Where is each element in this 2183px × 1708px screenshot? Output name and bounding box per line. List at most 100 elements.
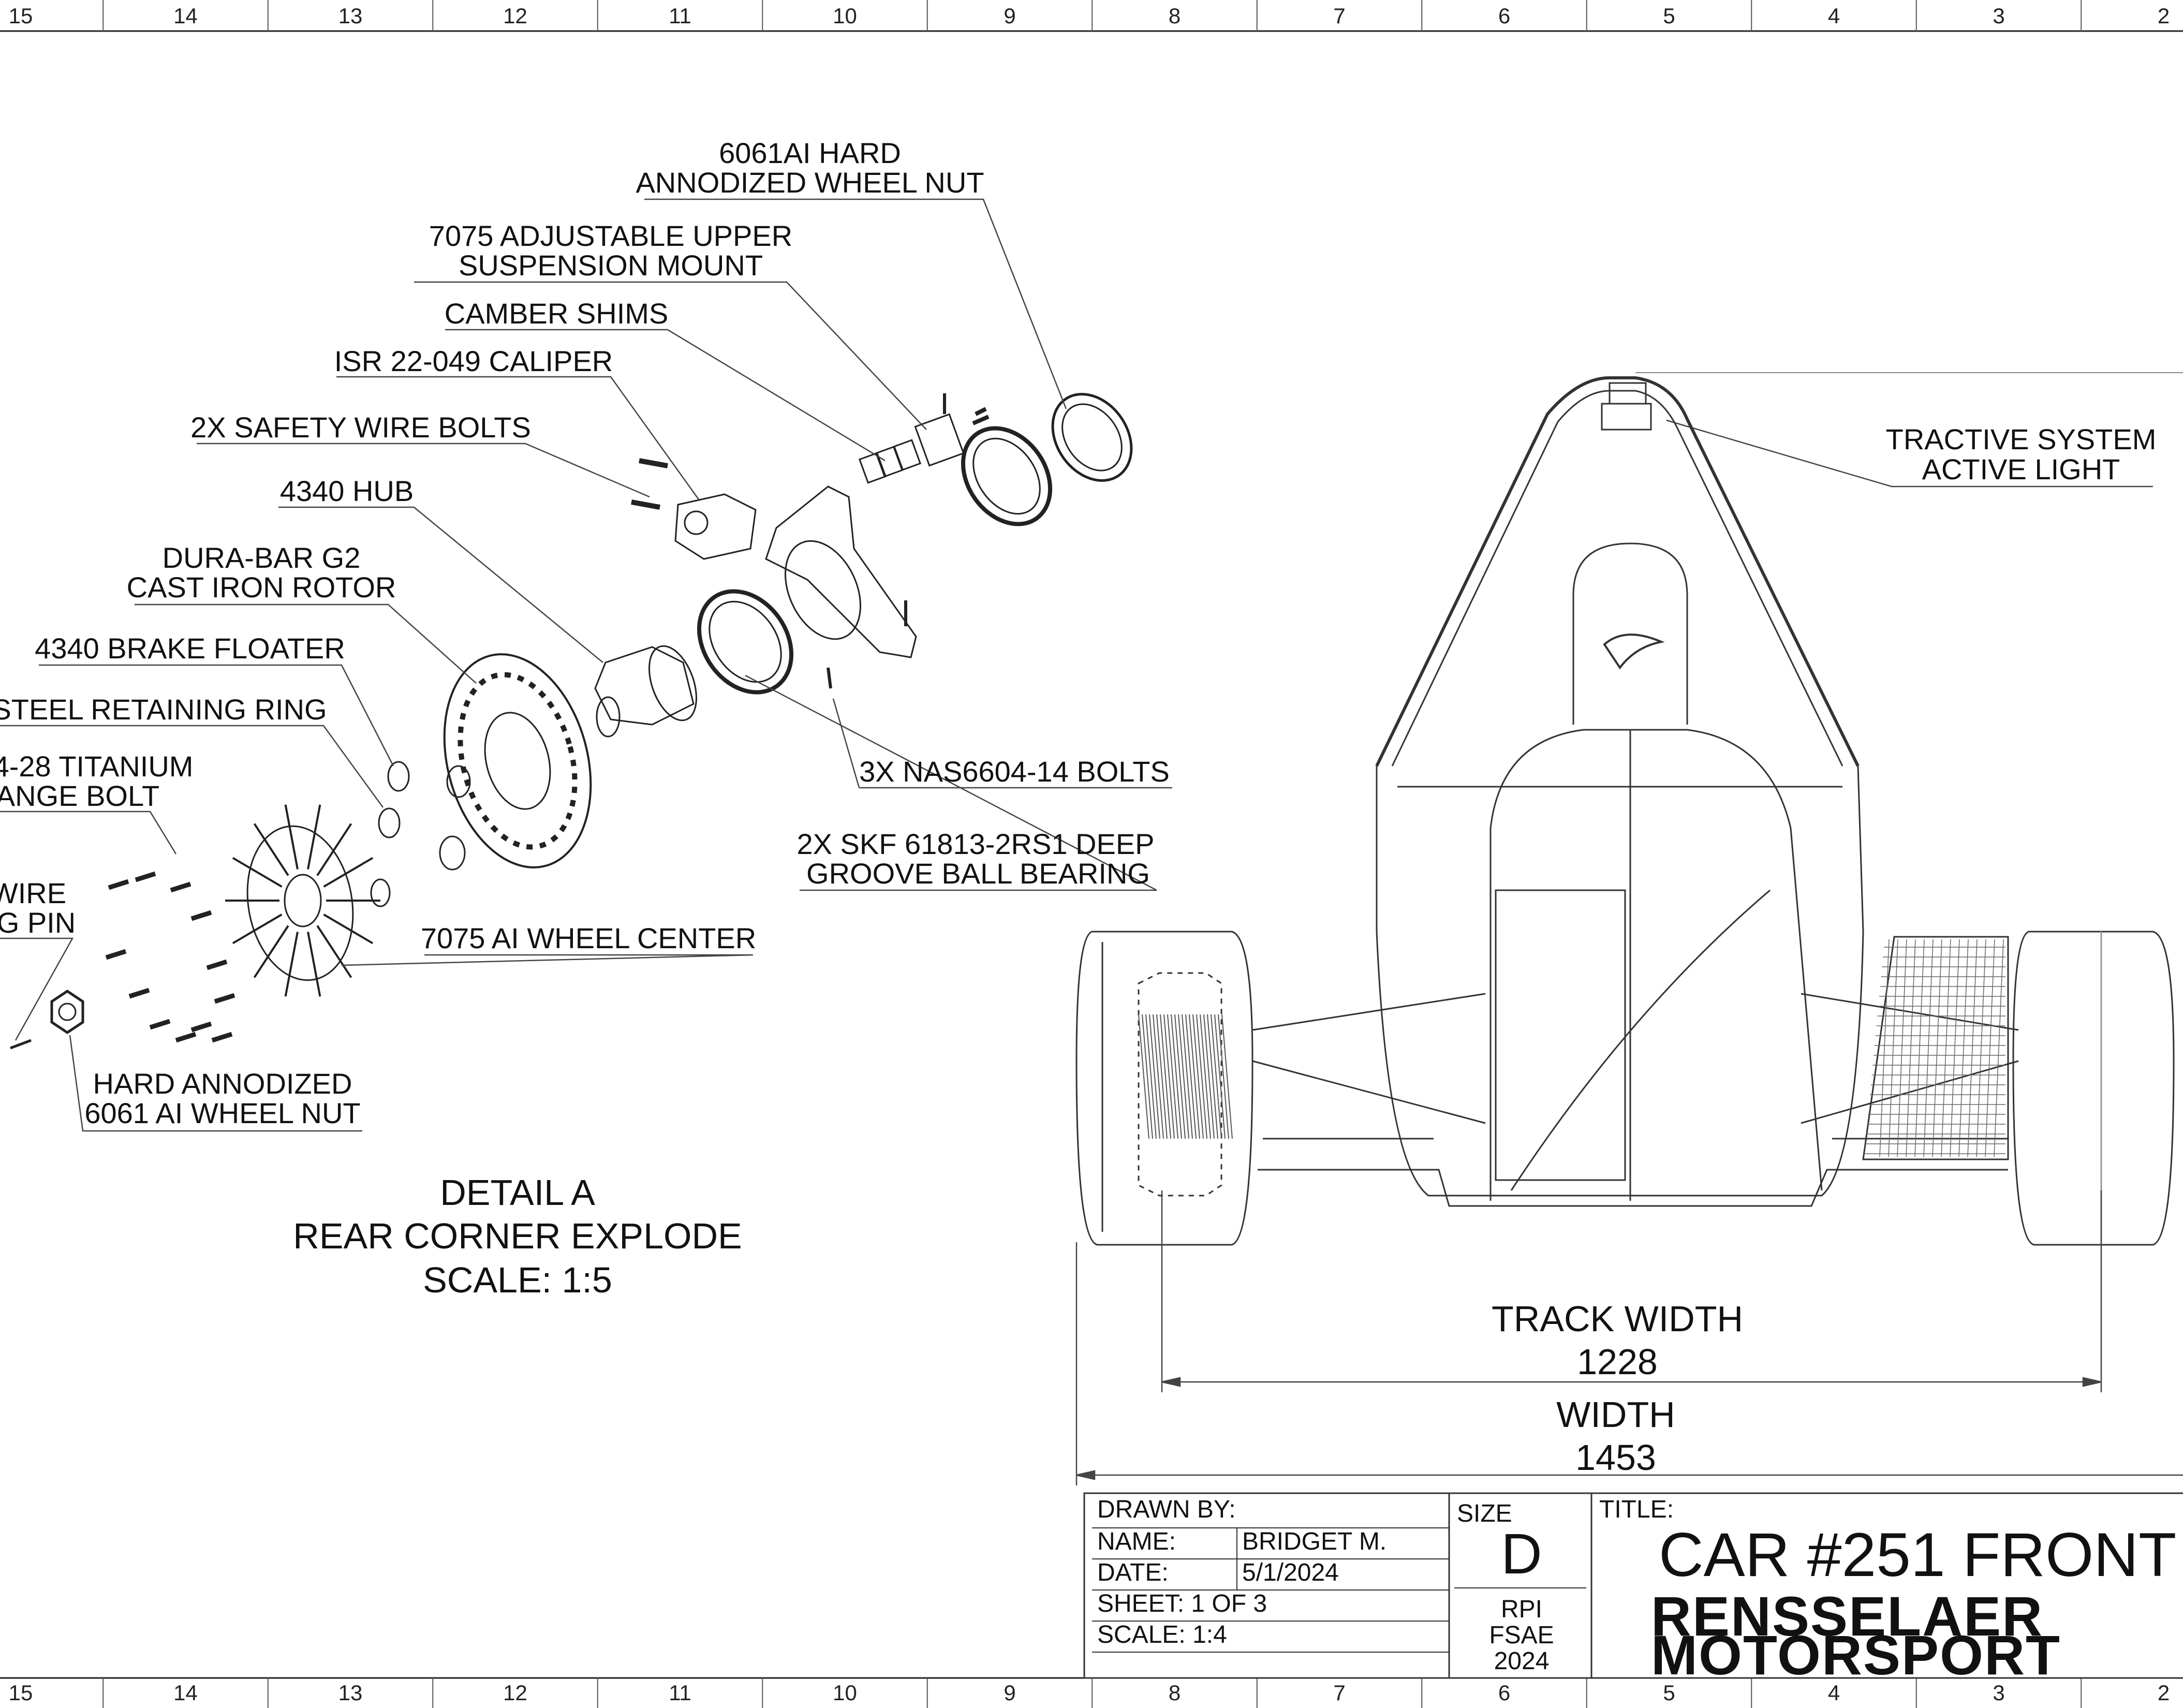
zone-marker-bottom-5: 10 [833, 1681, 857, 1705]
drawing-scale: SCALE: 1:4 [1097, 1621, 1227, 1648]
zone-marker-bottom-1: 14 [173, 1681, 198, 1705]
exploded-rear-corner-view [10, 393, 1133, 1050]
right-wheel [2012, 931, 2175, 1246]
callout-hub: 4340 HUB [280, 475, 414, 507]
size-label: SIZE [1457, 1500, 1512, 1527]
upright-part [765, 485, 917, 689]
zone-marker-bottom-9: 6 [1498, 1681, 1510, 1705]
callout-floater: 4340 BRAKE FLOATER [35, 632, 345, 665]
zone-marker-bottom-10: 5 [1663, 1681, 1675, 1705]
zone-marker-bottom-2: 13 [338, 1681, 363, 1705]
title-label: TITLE: [1599, 1496, 1674, 1523]
detail-label: DETAIL A REAR CORNER EXPLODE SCALE: 1:5 [293, 1172, 742, 1300]
callout-safety-pin-line2: G PIN [0, 906, 76, 939]
zone-marker-top-8: 7 [1333, 4, 1345, 28]
zone-marker-top-10: 5 [1663, 4, 1675, 28]
callout-upper-mount-line1: 7075 ADJUSTABLE UPPER [429, 219, 792, 252]
zone-marker-top-3: 12 [503, 4, 527, 28]
drawing-title: CAR #251 FRONT V [1659, 1520, 2183, 1589]
org-line1: RPI [1501, 1596, 1542, 1623]
zone-marker-top-1: 14 [173, 4, 198, 28]
zone-marker-top-9: 6 [1498, 4, 1510, 28]
sheet-number: SHEET: 1 OF 3 [1097, 1590, 1267, 1617]
org-line3: 2024 [1494, 1647, 1550, 1675]
zone-marker-top-2: 13 [338, 4, 363, 28]
wheel-center-part [225, 804, 380, 997]
floater-parts [370, 761, 471, 907]
detail-scale: SCALE: 1:5 [423, 1260, 612, 1300]
callout-caliper: ISR 22-049 CALIPER [334, 345, 613, 377]
caliper-part [631, 458, 757, 560]
callout-camber-shims: CAMBER SHIMS [445, 297, 669, 330]
car-front-view [1075, 372, 2183, 1246]
titanium-bolts [105, 871, 235, 1043]
callout-wheel-nut-top-line2: ANNODIZED WHEEL NUT [636, 166, 984, 199]
wheel-nut-part [1051, 393, 1133, 482]
name-value: BRIDGET M. [1242, 1528, 1387, 1555]
callout-titanium-bolt-line2: ANGE BOLT [0, 779, 159, 812]
callout-bearing-line2: GROOVE BALL BEARING [806, 857, 1150, 890]
detail-title: DETAIL A [440, 1172, 595, 1213]
zone-marker-top-13: 2 [2158, 4, 2170, 28]
callout-tractive-light-line1: TRACTIVE SYSTEM [1886, 423, 2157, 455]
callout-upper-mount-line2: SUSPENSION MOUNT [459, 249, 763, 282]
callout-safety-bolts: 2X SAFETY WIRE BOLTS [190, 411, 531, 444]
tractive-light-housing [1601, 403, 1652, 431]
callout-tractive-light-line2: ACTIVE LIGHT [1922, 453, 2120, 485]
date-value: 5/1/2024 [1242, 1559, 1339, 1586]
title-block: DRAWN BY: NAME: BRIDGET M. DATE: 5/1/202… [1097, 1496, 2183, 1686]
callout-text-group: 6061AI HARD ANNODIZED WHEEL NUT 7075 ADJ… [0, 137, 2156, 1129]
callout-wheel-nut-bottom-line2: 6061 AI WHEEL NUT [84, 1097, 360, 1129]
callout-retaining-ring: STEEL RETAINING RING [0, 693, 327, 726]
team-logo-line1: RENSSELAER [1651, 1585, 2043, 1647]
drawn-by-label: DRAWN BY: [1097, 1496, 1236, 1523]
track-width-label: TRACK WIDTH [1492, 1299, 1743, 1339]
zone-marker-bottom-13: 2 [2158, 1681, 2170, 1705]
callout-bearing-line1: 2X SKF 61813-2RS1 DEEP [797, 828, 1154, 860]
zone-marker-top-11: 4 [1828, 4, 1840, 28]
callout-nas-bolts: 3X NAS6604-14 BOLTS [859, 755, 1170, 788]
callout-wheel-center: 7075 AI WHEEL CENTER [421, 922, 756, 954]
callout-safety-pin-line1: WIRE [0, 877, 66, 909]
zone-marker-top-5: 10 [833, 4, 857, 28]
callout-rotor-line1: DURA-BAR G2 [163, 541, 361, 574]
dimension-text: TRACK WIDTH 1228 WIDTH 1453 [1492, 1299, 1743, 1478]
hub-part [594, 645, 698, 738]
upper-mount-part [858, 393, 990, 484]
title-block-frame [1083, 1492, 2183, 1679]
name-label: NAME: [1097, 1528, 1176, 1555]
zone-marker-top-7: 8 [1169, 4, 1181, 28]
zone-marker-bottom-7: 8 [1169, 1681, 1181, 1705]
size-value: D [1501, 1522, 1542, 1586]
zone-marker-bottom-3: 12 [503, 1681, 527, 1705]
width-label: WIDTH [1556, 1394, 1675, 1435]
callout-rotor-line2: CAST IRON ROTOR [127, 571, 396, 603]
team-logo-line2: MOTORSPORT [1651, 1624, 2061, 1686]
org-line2: FSAE [1489, 1622, 1554, 1649]
zone-markers-top: 15 14 13 12 11 10 9 8 7 6 5 4 3 2 [9, 4, 2170, 28]
bearing-part [697, 426, 1053, 695]
left-wheel [1075, 931, 1253, 1246]
callout-wheel-nut-top-line1: 6061AI HARD [719, 137, 901, 169]
zone-marker-top-4: 11 [669, 4, 691, 28]
zone-marker-top-0: 15 [9, 4, 33, 28]
callout-leaders [0, 198, 2153, 1132]
zone-marker-bottom-12: 3 [1993, 1681, 2004, 1705]
lower-wheel-nut-part [10, 989, 84, 1050]
callout-titanium-bolt-line1: 4-28 TITANIUM [0, 750, 193, 783]
zone-marker-bottom-0: 15 [9, 1681, 33, 1705]
dimension-lines [1075, 1190, 2183, 1485]
zone-marker-bottom-8: 7 [1333, 1681, 1345, 1705]
track-width-value: 1228 [1577, 1342, 1658, 1382]
date-label: DATE: [1097, 1559, 1169, 1586]
detail-subtitle: REAR CORNER EXPLODE [293, 1216, 742, 1256]
rotor-part [443, 653, 592, 868]
width-value: 1453 [1575, 1437, 1656, 1478]
zone-marker-top-6: 9 [1004, 4, 1015, 28]
callout-wheel-nut-bottom-line1: HARD ANNODIZED [93, 1067, 352, 1100]
radiator [1862, 936, 2009, 1160]
zone-marker-bottom-4: 11 [669, 1681, 691, 1705]
zone-marker-top-12: 3 [1993, 4, 2004, 28]
